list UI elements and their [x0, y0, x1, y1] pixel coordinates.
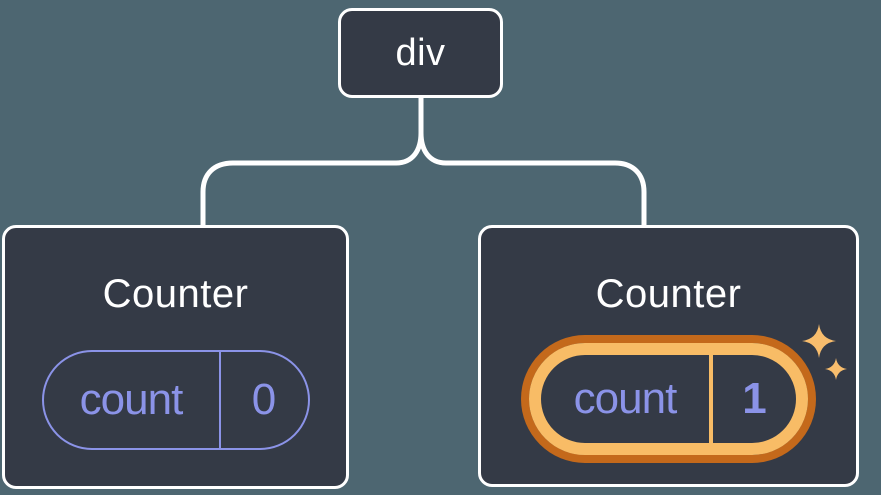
state-key-label: count [573, 374, 678, 423]
state-pill: count 0 [41, 350, 310, 450]
state-value: 1 [742, 374, 767, 423]
component-card-counter-right: Counter count 1 [478, 225, 859, 487]
state-key-label: count [79, 375, 184, 424]
root-node: div [338, 8, 503, 98]
root-node-label: div [395, 31, 446, 74]
component-card-counter-left: Counter count 0 [2, 225, 349, 489]
connector-branch-left [200, 98, 424, 228]
state-key-section: count [541, 355, 709, 443]
state-pill-highlighted: count 1 [529, 343, 808, 455]
pill-divider [709, 355, 713, 443]
state-key-section: count [44, 352, 219, 448]
pill-divider [218, 352, 221, 448]
sparkle-small [825, 358, 847, 380]
state-value: 0 [251, 375, 277, 424]
sparkles-icon [802, 324, 847, 380]
state-value-section: 0 [221, 352, 308, 448]
state-value-section: 1 [713, 355, 796, 443]
sparkle-large [802, 324, 836, 358]
component-title: Counter [595, 272, 742, 316]
connector-branch-right [418, 98, 647, 228]
component-title: Counter [102, 272, 249, 316]
